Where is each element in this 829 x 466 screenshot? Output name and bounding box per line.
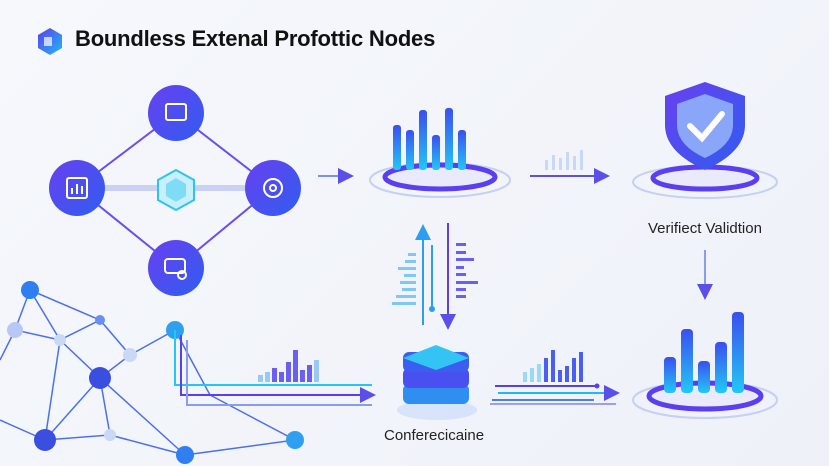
node-bottom[interactable] bbox=[148, 240, 204, 296]
node-top[interactable] bbox=[148, 85, 204, 141]
flow-to-chart bbox=[490, 383, 620, 405]
database-label: Conferecicaine bbox=[384, 427, 485, 444]
bar-chart-platform bbox=[632, 312, 778, 419]
bank-icon bbox=[165, 103, 187, 121]
flow-to-database bbox=[174, 330, 376, 406]
bar-cluster-platform bbox=[369, 108, 511, 198]
mini-bars-right bbox=[523, 350, 583, 382]
page-title: Boundless Extenal Profottic Nodes bbox=[75, 26, 436, 51]
node-left[interactable] bbox=[49, 160, 105, 216]
chat-icon bbox=[164, 258, 187, 280]
faint-bars bbox=[545, 150, 583, 170]
gear-icon bbox=[263, 178, 283, 198]
mesh-nodes bbox=[7, 281, 304, 464]
node-right[interactable] bbox=[245, 160, 301, 216]
shield-check-icon bbox=[632, 82, 778, 199]
cube-logo-icon bbox=[38, 28, 62, 55]
mini-bars-left bbox=[258, 350, 319, 382]
validation-label: Verifiect Validtion bbox=[648, 220, 762, 237]
vertical-data-flow bbox=[392, 223, 478, 330]
center-cube-icon bbox=[157, 168, 195, 212]
database-stack-icon[interactable] bbox=[397, 345, 477, 420]
bar-chart-icon bbox=[66, 177, 88, 199]
